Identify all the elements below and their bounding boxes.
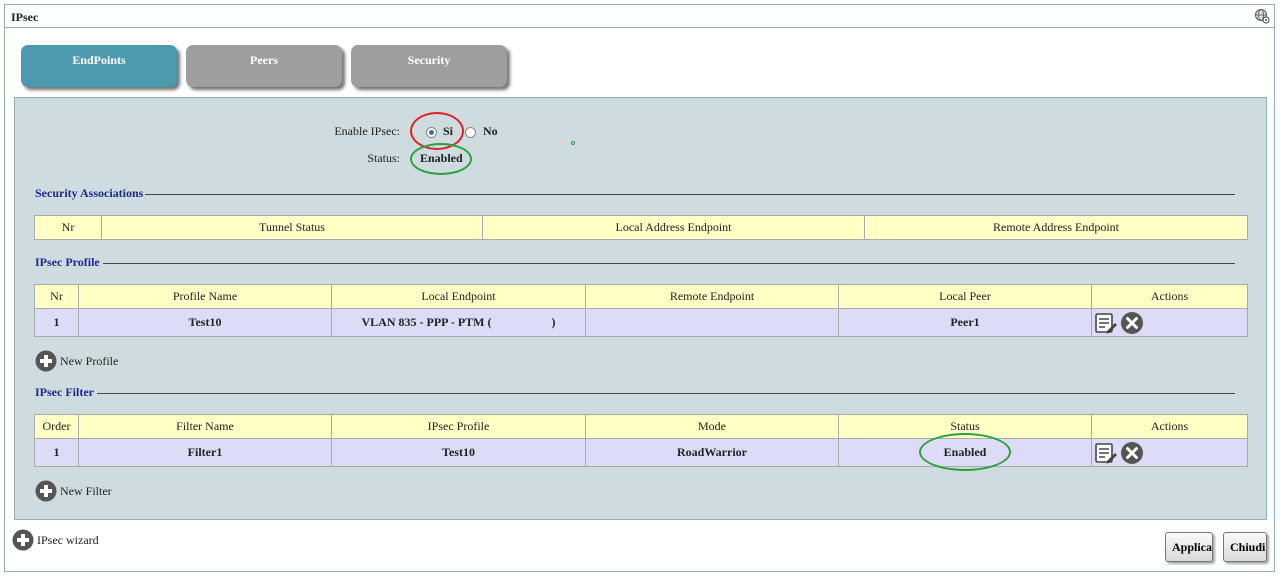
column-header: Remote Endpoint [585,284,839,309]
section-title-ipsec-filter: IPsec Filter [35,385,94,399]
tab-peers[interactable]: Peers [186,45,342,87]
plus-icon [12,529,34,551]
enable-no-label[interactable]: No [483,124,498,138]
section-divider [145,194,1235,195]
column-header: Remote Address Endpoint [864,215,1248,240]
profile-remote-endpoint [585,308,839,337]
filter-mode: RoadWarrior [585,438,839,467]
column-header: Local Peer [838,284,1092,309]
highlight-green-status [410,143,472,175]
column-header: Order [34,414,79,439]
ipsec-filter-table: Order Filter Name IPsec Profile Mode Sta… [34,414,1248,471]
profile-nr: 1 [34,308,79,337]
filter-order: 1 [34,438,79,467]
edit-icon[interactable] [1094,311,1118,335]
security-associations-table: Nr Tunnel Status Local Address Endpoint … [34,215,1248,240]
enable-ipsec-label: Enable IPsec: [334,124,400,138]
new-profile-button[interactable]: New Profile [35,350,118,372]
column-header: Actions [1091,284,1248,309]
section-title-security-associations: Security Associations [35,186,144,200]
ipsec-window: IPsec EndPoints Peers Security Enable IP… [4,4,1275,572]
ipsec-profile-table: Nr Profile Name Local Endpoint Remote En… [34,284,1248,337]
delete-icon[interactable] [1120,441,1144,465]
column-header: Profile Name [78,284,332,309]
table-row: 1 Filter1 Test10 RoadWarrior Enabled [34,433,1248,471]
profile-local-endpoint: VLAN 835 - PPP - PTM ( ) [331,308,586,337]
ipsec-wizard-label: IPsec wizard [37,532,99,547]
plus-icon [35,350,57,372]
green-dot-mark [571,141,575,145]
plus-icon [35,480,57,502]
tab-endpoints[interactable]: EndPoints [21,45,177,87]
status-label: Status: [367,151,400,165]
filter-name: Filter1 [78,438,332,467]
apply-button[interactable]: Applica [1165,532,1213,562]
window-title: IPsec [11,10,39,24]
endpoints-panel: Enable IPsec: Si No Status: Enabled Secu… [14,97,1267,520]
highlight-green-filter-status [919,433,1011,471]
column-header: Nr [34,284,79,309]
section-divider [103,263,1235,264]
new-profile-label: New Profile [60,353,119,368]
close-button[interactable]: Chiudi [1223,532,1267,562]
column-header: Filter Name [78,414,332,439]
ipsec-wizard-button[interactable]: IPsec wizard [12,529,99,551]
column-header: Local Endpoint [331,284,586,309]
filter-actions [1091,438,1248,467]
profile-name: Test10 [78,308,332,337]
new-filter-label: New Filter [60,483,112,498]
globe-settings-icon[interactable] [1254,8,1270,24]
section-title-ipsec-profile: IPsec Profile [35,255,100,269]
enable-no-radio[interactable] [465,127,476,138]
section-divider [97,393,1235,394]
column-header: Tunnel Status [101,215,483,240]
delete-icon[interactable] [1120,311,1144,335]
table-row: 1 Test10 VLAN 835 - PPP - PTM ( ) Peer1 [34,308,1248,337]
tab-security[interactable]: Security [351,45,507,87]
filter-ipsec-profile: Test10 [331,438,586,467]
title-bar: IPsec [5,5,1274,28]
column-header: IPsec Profile [331,414,586,439]
new-filter-button[interactable]: New Filter [35,480,112,502]
filter-status-cell: Enabled [838,433,1092,471]
profile-actions [1091,308,1248,337]
profile-local-peer: Peer1 [838,308,1092,337]
column-header: Local Address Endpoint [482,215,865,240]
column-header: Nr [34,215,102,240]
column-header: Actions [1091,414,1248,439]
column-header: Mode [585,414,839,439]
edit-icon[interactable] [1094,441,1118,465]
